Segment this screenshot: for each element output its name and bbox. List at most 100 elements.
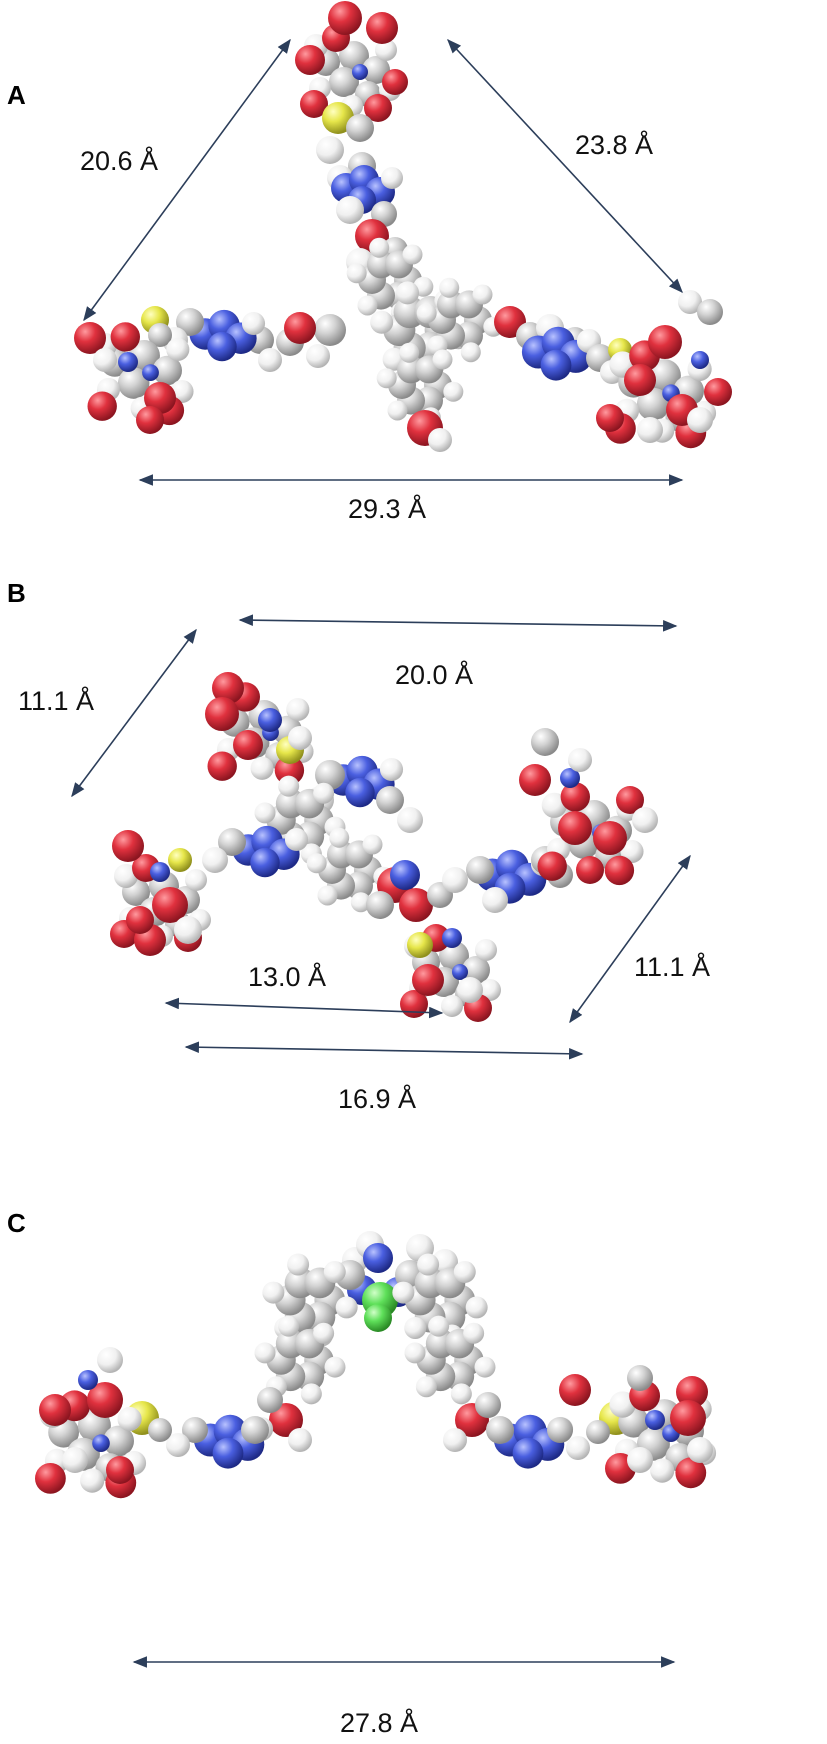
sulfur-atom	[322, 102, 354, 134]
hydrogen-atom	[428, 1315, 450, 1337]
hydrogen-atom	[402, 244, 423, 265]
nitrogen-atom	[512, 1437, 544, 1469]
oxygen-atom	[207, 751, 237, 781]
oxygen-atom	[295, 45, 325, 75]
oxygen-atom	[558, 811, 592, 845]
hydrogen-atom	[632, 807, 658, 833]
hydrogen-atom	[258, 348, 282, 372]
hydrogen-atom	[387, 400, 408, 421]
hydrogen-atom	[323, 1260, 346, 1283]
nitrogen-atom	[142, 364, 159, 381]
hydrogen-atom	[463, 1322, 485, 1344]
oxygen-atom	[87, 391, 117, 421]
nitrogen-atom	[258, 708, 282, 732]
label-b-bottom: 16.9 Å	[338, 1084, 417, 1114]
label-a-left: 20.6 Å	[80, 146, 159, 176]
hydrogen-atom	[324, 1356, 346, 1378]
arrow-b-right	[569, 854, 691, 1024]
hydrogen-atom	[678, 290, 702, 314]
carbon-atom	[636, 387, 670, 421]
carbon-atom	[103, 1425, 134, 1457]
label-a-right: 23.8 Å	[575, 130, 654, 160]
carbon-atom	[346, 114, 374, 142]
hydrogen-atom	[443, 1428, 467, 1452]
carbon-atom	[339, 41, 369, 71]
hydrogen-atom	[336, 196, 364, 224]
carbon-atom	[376, 786, 404, 814]
chlorine-atom	[364, 1304, 392, 1332]
nitrogen-atom	[390, 860, 420, 890]
carbon-atom	[314, 314, 346, 346]
hydrogen-atom	[379, 757, 404, 782]
hydrogen-atom	[650, 1458, 675, 1483]
carbon-atom	[486, 1416, 514, 1444]
nitrogen-atom	[540, 349, 572, 381]
hydrogen-atom	[278, 775, 300, 797]
oxygen-atom	[624, 364, 656, 396]
hydrogen-atom	[475, 939, 497, 961]
hydrogen-atom	[284, 827, 309, 852]
arrow-b-bottom	[184, 1041, 584, 1060]
label-b-inner: 13.0 Å	[248, 962, 327, 992]
oxygen-atom	[670, 1400, 706, 1436]
oxygen-atom	[300, 90, 328, 118]
hydrogen-atom	[306, 344, 330, 368]
hydrogen-atom	[369, 237, 390, 258]
oxygen-atom	[364, 94, 392, 122]
hydrogen-atom	[404, 1317, 427, 1340]
hydrogen-atom	[441, 995, 463, 1017]
hydrogen-atom	[541, 792, 567, 818]
panel-letter-b: B	[7, 578, 26, 608]
carbon-atom	[152, 355, 182, 386]
nitrogen-atom	[352, 64, 368, 80]
hydrogen-atom	[472, 284, 493, 305]
hydrogen-atom	[375, 39, 397, 61]
hydrogen-atom	[404, 1342, 426, 1364]
nitrogen-atom	[207, 331, 237, 362]
nitrogen-atom	[212, 1437, 244, 1469]
hydrogen-atom	[250, 756, 274, 780]
label-b-right: 11.1 Å	[634, 952, 711, 982]
hydrogen-atom	[166, 337, 190, 362]
oxygen-atom	[537, 851, 567, 881]
nitrogen-atom	[92, 1434, 110, 1452]
carbon-atom	[329, 67, 359, 97]
nitrogen-atom	[645, 1410, 665, 1430]
oxygen-atom	[412, 964, 444, 996]
nitrogen-atom	[560, 768, 580, 788]
oxygen-atom	[212, 672, 244, 704]
oxygen-atom	[616, 786, 644, 814]
hydrogen-atom	[313, 1322, 335, 1344]
nitrogen-atom	[150, 862, 170, 882]
oxygen-atom	[106, 1456, 134, 1484]
arrow-b-left	[71, 628, 197, 798]
hydrogen-atom	[350, 892, 371, 913]
hydrogen-atom	[286, 697, 310, 722]
nitrogen-atom	[442, 928, 462, 948]
hydrogen-atom	[306, 853, 327, 874]
nitrogen-atom	[250, 847, 280, 878]
hydrogen-atom	[288, 726, 312, 750]
hydrogen-atom	[329, 827, 350, 848]
oxygen-atom	[74, 322, 106, 354]
oxygen-atom	[233, 730, 263, 760]
nitrogen-atom	[78, 1370, 98, 1390]
oxygen-atom	[284, 312, 316, 344]
sulfur-atom	[168, 848, 192, 872]
oxygen-atom	[382, 69, 408, 95]
hydrogen-atom	[460, 342, 481, 363]
hydrogen-atom	[174, 916, 202, 944]
oxygen-atom	[704, 378, 732, 406]
nitrogen-atom	[363, 1243, 393, 1273]
oxygen-atom	[39, 1394, 71, 1426]
carbon-atom	[627, 1365, 653, 1391]
carbon-atom	[547, 1417, 573, 1443]
hydrogen-atom	[443, 381, 464, 402]
hydrogen-atom	[166, 1433, 190, 1457]
hydrogen-atom	[566, 1436, 590, 1460]
carbon-atom	[647, 359, 681, 393]
oxygen-atom	[144, 382, 176, 414]
panel-letter-c: C	[7, 1208, 26, 1238]
